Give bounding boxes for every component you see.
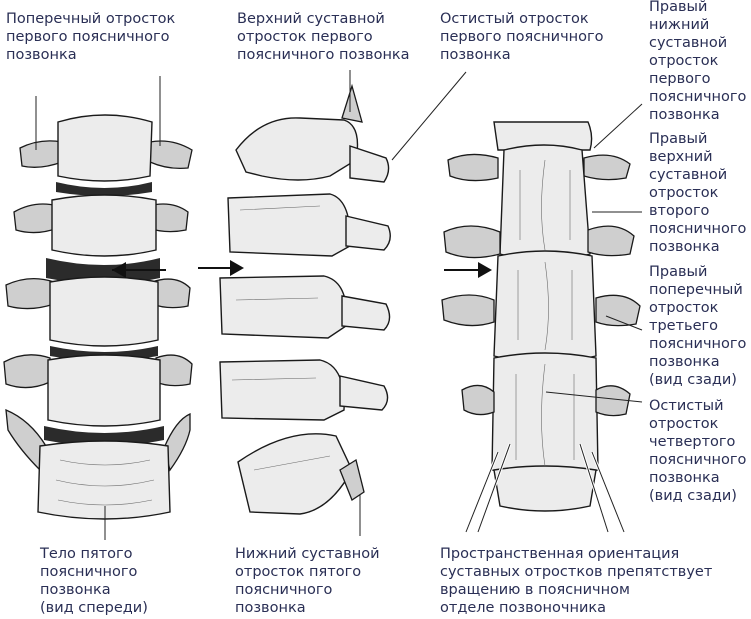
label-transverse-process-first-lumbar: Поперечный отросток первого поясничного … bbox=[6, 11, 176, 63]
label-spinous-process-first-lumbar: Остистый отросток первого поясничного по… bbox=[440, 11, 604, 63]
lateral-view-column bbox=[198, 70, 467, 536]
label-superior-articular-process-first-lumbar: Верхний суставной отросток первого поясн… bbox=[237, 11, 410, 63]
label-spinous-process-fourth: Остистый отросток четвертого поясничного… bbox=[649, 398, 747, 504]
label-body-fifth-lumbar: Тело пятого поясничного позвонка (вид сп… bbox=[40, 546, 148, 616]
label-spatial-orientation-note: Пространственная ориентация суставных от… bbox=[440, 546, 713, 616]
label-inferior-articular-process-fifth: Нижний суставной отросток пятого пояснич… bbox=[235, 546, 380, 616]
label-right-superior-articular-process-second: Правый верхний суставной отросток второг… bbox=[649, 131, 747, 255]
anterior-view-column bbox=[3, 76, 193, 540]
posterior-view-column bbox=[441, 103, 643, 533]
label-right-transverse-process-third: Правый поперечный отросток третьего пояс… bbox=[649, 264, 747, 388]
label-right-inferior-articular-process-first: Правый нижний суставной отросток первого… bbox=[649, 0, 747, 123]
